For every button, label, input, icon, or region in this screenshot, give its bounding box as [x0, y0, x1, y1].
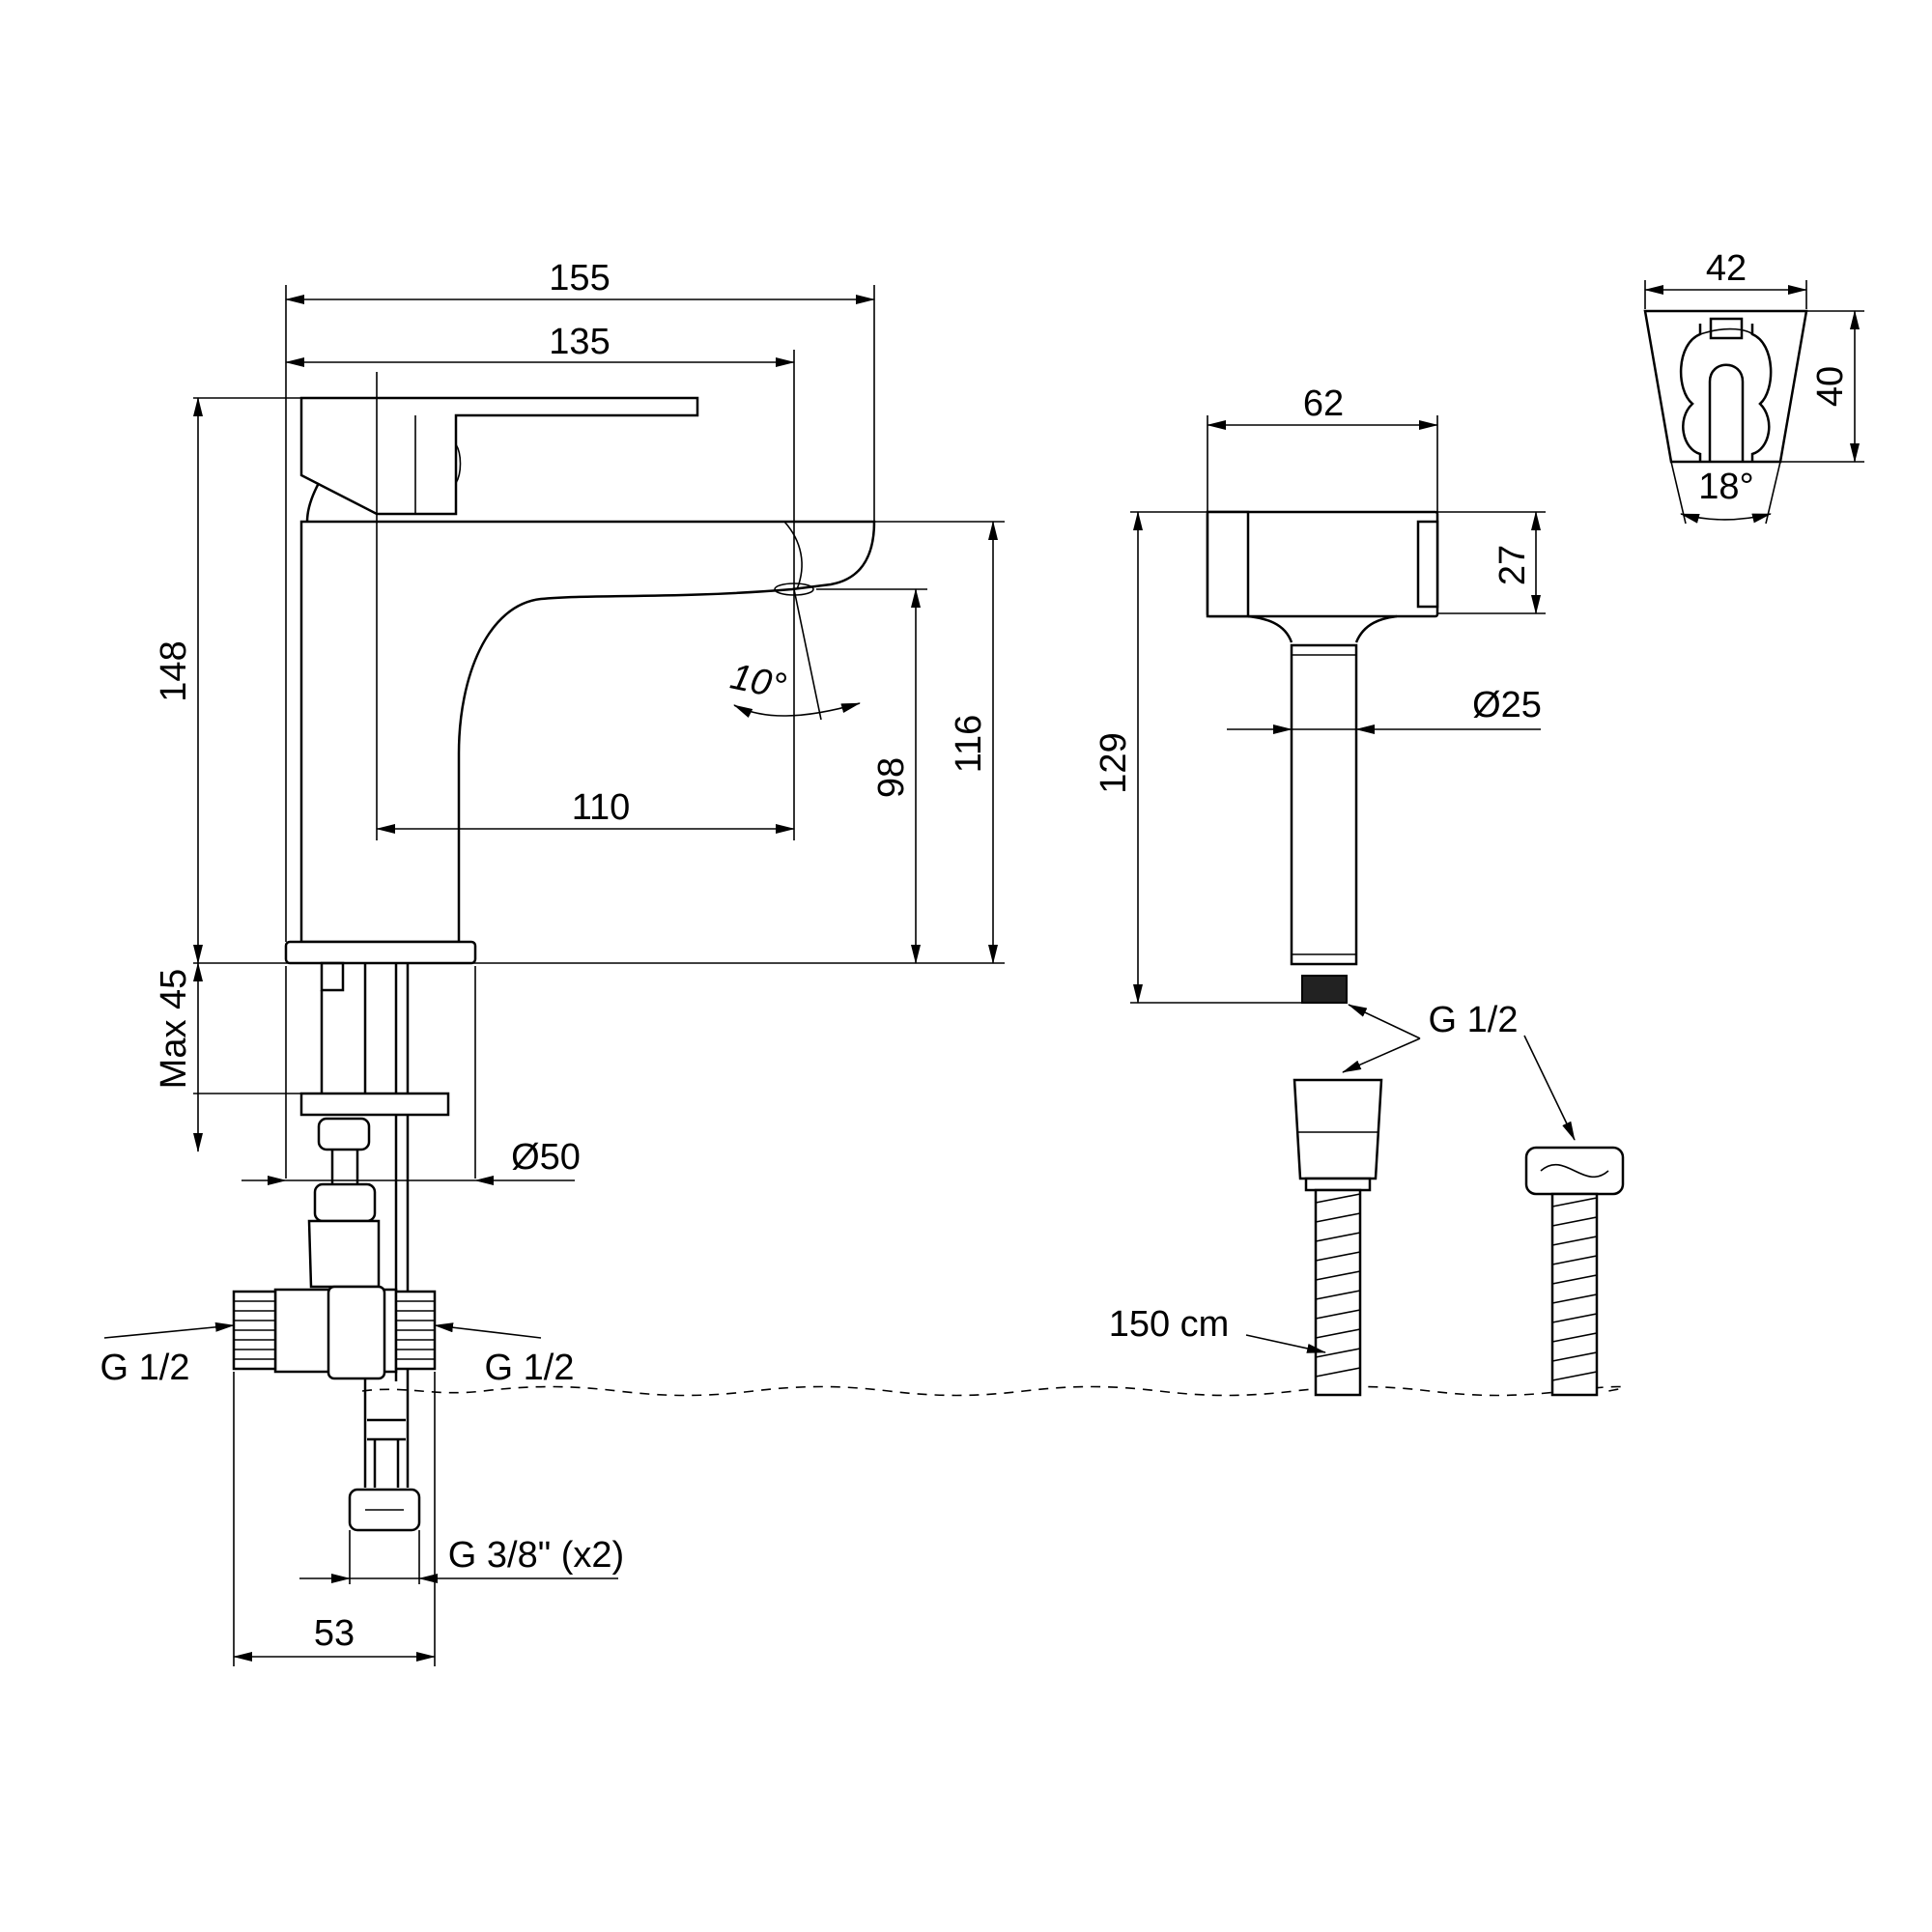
thread-left [232, 1290, 277, 1371]
faucet-base [284, 940, 477, 965]
dim-110: 110 [572, 787, 631, 828]
faucet-lever [299, 396, 699, 516]
label-hose-length: 150 cm [1109, 1304, 1230, 1345]
holder-drawing: 42 40 18° [1643, 248, 1864, 525]
label-supply-connection: G 3/8" (x2) [448, 1535, 624, 1576]
faucet-dimensions: 155 135 110 148 98 116 10° Max 45 Ø50 G … [100, 258, 1005, 1666]
faucet-body [299, 520, 876, 944]
thread-right [394, 1290, 437, 1371]
dim-148: 148 [154, 640, 194, 701]
dim-62: 62 [1303, 384, 1344, 424]
dim-155: 155 [549, 258, 610, 298]
dim-129: 129 [1094, 732, 1134, 793]
dim-diameter-25: Ø25 [1472, 685, 1542, 725]
dim-53: 53 [314, 1613, 355, 1654]
hose-drawing: 150 cm [1109, 1078, 1625, 1397]
hand-shower-drawing [1206, 510, 1439, 1004]
dim-40: 40 [1810, 366, 1851, 407]
mounting-plate [299, 1092, 450, 1117]
shower-handle [1290, 643, 1358, 966]
faucet-drawing [232, 396, 876, 1584]
dim-angle-18: 18° [1698, 467, 1753, 507]
label-inlet-right: G 1/2 [485, 1348, 575, 1388]
label-inlet-left: G 1/2 [100, 1348, 190, 1388]
label-shower-connection: G 1/2 [1429, 1000, 1519, 1040]
hand-shower-dimensions: 62 27 Ø25 129 G 1/2 [1094, 384, 1576, 1141]
dim-116: 116 [949, 715, 989, 774]
dim-135: 135 [549, 322, 610, 362]
break-line [361, 1385, 1624, 1397]
dim-27: 27 [1492, 545, 1533, 585]
dim-max-45: Max 45 [154, 969, 194, 1090]
dim-diameter-50: Ø50 [511, 1137, 581, 1178]
dim-angle-10: 10° [726, 656, 789, 707]
dim-42: 42 [1706, 248, 1747, 289]
dim-98: 98 [871, 757, 912, 798]
